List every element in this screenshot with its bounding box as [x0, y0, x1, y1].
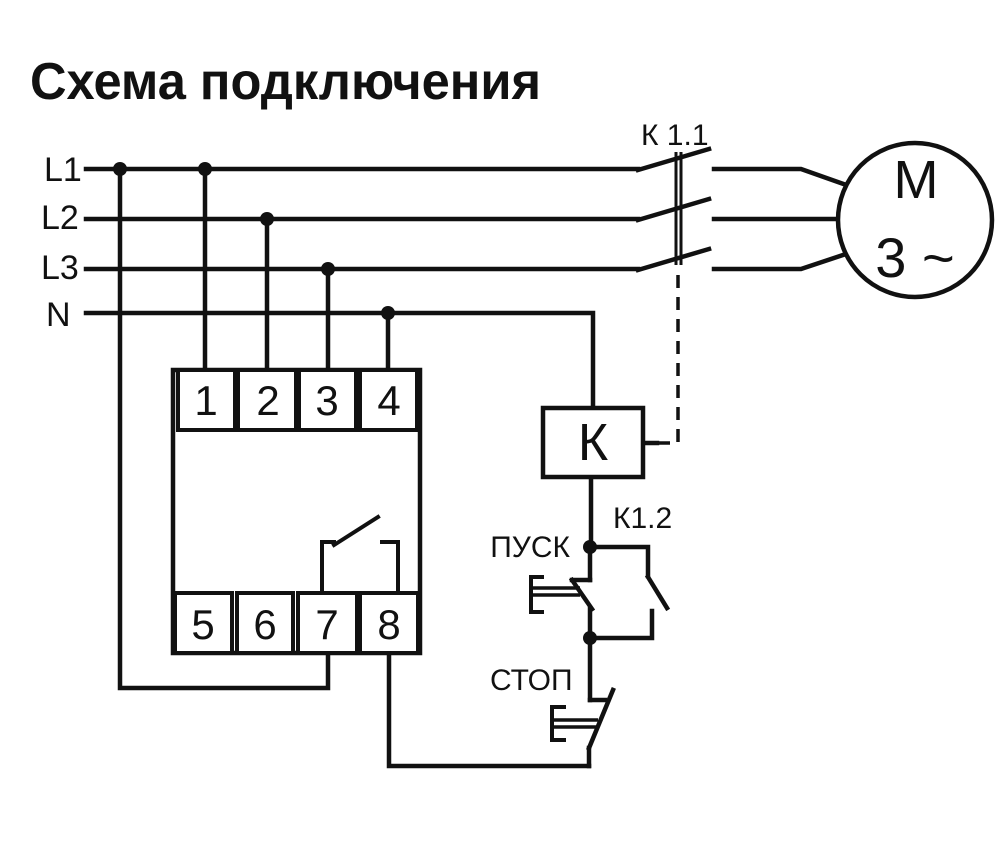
junction-dot [198, 162, 212, 176]
terminal-box-1 [176, 368, 237, 432]
stop-button-actuator-icon [550, 705, 598, 742]
junction-dot [583, 631, 597, 645]
start-button-actuator-icon [529, 575, 580, 614]
line-label-l3: L3 [41, 249, 79, 287]
terminal-8-return-wire [386, 650, 592, 769]
n-bus-wire [83, 310, 596, 411]
motor-feed-wire-3 [711, 249, 855, 272]
line-label-l2: L2 [41, 199, 79, 237]
stop-button-label: СТОП [490, 664, 573, 697]
motor-circle [835, 140, 995, 300]
relay-internal-contact [320, 514, 400, 595]
contactor-coil-box [540, 405, 646, 480]
junction-dot [260, 212, 274, 226]
terminal-box-3 [297, 368, 358, 432]
terminal-label-7: 7 [315, 601, 338, 648]
terminal-label-3: 3 [315, 377, 338, 424]
terminal-box-8 [358, 591, 420, 655]
line-label-n: N [46, 296, 71, 334]
k11-coil-dashed-link [657, 268, 680, 445]
aux-contact-lower-branch [587, 608, 655, 641]
junction-dot [321, 262, 335, 276]
motor-feed-wire-1 [711, 166, 855, 190]
l1-branch-to-terminal-7 [117, 166, 331, 691]
k11-blade-l3 [635, 246, 712, 273]
aux-contact-blade [644, 573, 671, 612]
aux-contact-upper-branch [587, 544, 651, 579]
k11-blade-l1 [635, 146, 712, 173]
junction-dot [113, 162, 127, 176]
start-button-label: ПУСК [490, 531, 570, 564]
k11-blade-l2 [635, 196, 712, 223]
start-button-blade [568, 576, 596, 613]
page-title: Схема подключения [30, 53, 541, 111]
aux-contact-label: К1.2 [613, 502, 672, 535]
terminal-label-4: 4 [377, 377, 400, 424]
terminal-label-2: 2 [256, 377, 279, 424]
terminal-box-4 [358, 368, 419, 432]
main-contact-label: К 1.1 [641, 119, 709, 152]
motor-phase-label: 3 ~ [875, 226, 954, 289]
terminal-label-1: 1 [194, 377, 217, 424]
terminal-label-6: 6 [253, 601, 276, 648]
line-label-l1: L1 [44, 151, 82, 189]
terminal-label-8: 8 [377, 601, 400, 648]
terminal-box-6 [235, 591, 295, 655]
terminal-box-2 [236, 368, 298, 432]
terminal-box-5 [173, 591, 234, 655]
stop-button-blade [586, 687, 616, 751]
terminal-box-7 [296, 591, 359, 655]
contactor-coil-label: К [578, 414, 608, 472]
terminal-label-5: 5 [191, 601, 214, 648]
junction-dot [381, 306, 395, 320]
junction-dot [583, 540, 597, 554]
motor-letter: М [894, 150, 939, 210]
